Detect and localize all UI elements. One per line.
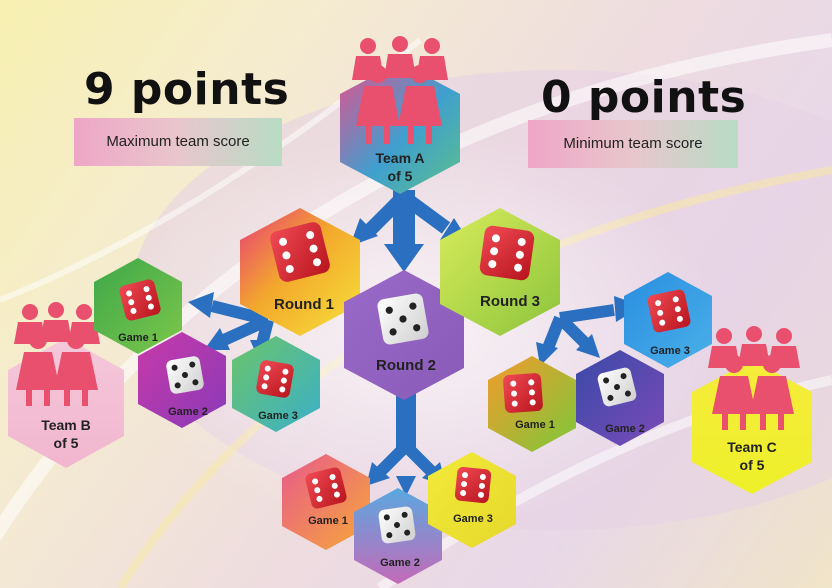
right-game-2-label: Game 2 xyxy=(605,423,645,435)
round-2-node: Round 2 xyxy=(344,270,464,400)
bottom-game-3-node: Game 3 xyxy=(428,452,516,548)
arrow-shaft-right xyxy=(403,194,451,234)
arrow-shaft xyxy=(401,441,437,477)
left-game-2-node: Game 2 xyxy=(138,332,226,428)
right-game-2-node: Game 2 xyxy=(576,350,664,446)
dice-icon xyxy=(378,506,416,544)
arrow-head xyxy=(536,342,558,366)
round-1-label: Round 1 xyxy=(274,296,334,313)
round-3-node: Round 3 xyxy=(440,208,560,336)
arrow-head xyxy=(188,292,214,318)
bottom-game-2-node: Game 2 xyxy=(354,488,442,584)
dice-icon xyxy=(503,373,543,413)
left-game-1-node: Game 1 xyxy=(94,258,182,354)
left-game-1-label: Game 1 xyxy=(118,332,158,344)
team-b-size: of 5 xyxy=(54,435,79,451)
team-a-label: Team A xyxy=(375,150,424,166)
round-2-label: Round 2 xyxy=(376,357,436,374)
dice-icon xyxy=(166,356,204,394)
dice-icon xyxy=(119,279,161,321)
right-game-1-label: Game 1 xyxy=(515,419,555,431)
arrow-head xyxy=(576,334,600,358)
arrows-round-3-to-games xyxy=(536,296,642,366)
bottom-game-3-label: Game 3 xyxy=(453,513,493,525)
arrow-shaft xyxy=(221,314,271,346)
arrow-head xyxy=(204,328,230,350)
dice-icon xyxy=(305,467,347,509)
round-1-node: Round 1 xyxy=(240,208,360,336)
min-score-value: 0 points xyxy=(541,72,747,123)
arrows-round-1-to-games xyxy=(188,292,274,358)
left-game-3-node: Game 3 xyxy=(232,336,320,432)
team-c-size: of 5 xyxy=(740,457,765,473)
arrow-head xyxy=(366,462,390,486)
team-a-size: of 5 xyxy=(388,168,413,184)
arrow-shaft xyxy=(555,313,591,349)
team-a-node: Team A of 5 xyxy=(340,36,460,194)
team-c-label: Team C xyxy=(727,439,777,455)
team-b-people-icon xyxy=(14,302,100,406)
team-c-node: Team C of 5 xyxy=(692,326,812,494)
max-score-value: 9 points xyxy=(84,64,290,115)
dice-icon xyxy=(454,466,492,504)
max-score-caption: Maximum team score xyxy=(74,118,282,166)
team-b-label: Team B xyxy=(41,417,91,433)
round-3-label: Round 3 xyxy=(480,293,540,310)
team-c-hexagon xyxy=(692,360,812,494)
bottom-game-1-label: Game 1 xyxy=(308,515,348,527)
team-a-people-icon xyxy=(352,36,448,144)
arrow-head xyxy=(396,476,416,496)
arrow-stem xyxy=(396,386,416,448)
arrow-head-down xyxy=(384,244,424,272)
left-game-2-label: Game 2 xyxy=(168,406,208,418)
left-game-3-label: Game 3 xyxy=(258,410,298,422)
arrow-shaft xyxy=(559,304,615,324)
right-game-3-node: Game 3 xyxy=(624,272,712,368)
right-game-3-label: Game 3 xyxy=(650,345,690,357)
dice-icon xyxy=(270,222,330,282)
team-c-people-icon xyxy=(708,326,800,430)
bottom-game-2-label: Game 2 xyxy=(380,557,420,569)
dice-icon xyxy=(597,367,637,407)
dice-icon xyxy=(377,293,429,345)
dice-icon xyxy=(647,289,691,333)
dice-icon xyxy=(479,225,535,281)
team-b-node: Team B of 5 xyxy=(8,302,124,468)
right-game-1-node: Game 1 xyxy=(488,356,576,452)
dice-icon xyxy=(256,360,294,398)
arrow-shaft-left xyxy=(363,195,405,237)
arrow-shaft xyxy=(375,441,411,477)
bottom-game-1-node: Game 1 xyxy=(282,454,370,550)
min-score-caption: Minimum team score xyxy=(528,120,738,168)
